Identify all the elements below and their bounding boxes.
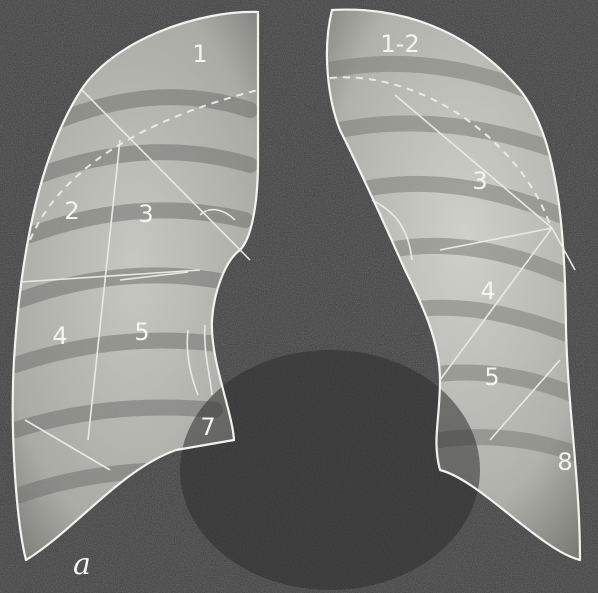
left-segment-8-label: 8 (557, 448, 572, 476)
right-segment-3-label: 3 (138, 200, 153, 228)
left-segment-3-label: 3 (472, 167, 487, 195)
right-segment-2-label: 2 (64, 197, 79, 225)
right-segment-5-label: 5 (134, 318, 149, 346)
left-segment-1-2-label: 1-2 (380, 30, 419, 58)
panel-label: a (73, 547, 91, 582)
right-segment-7-label: 7 (200, 413, 215, 441)
heart-shadow (180, 350, 480, 590)
left-segment-4-label: 4 (480, 277, 495, 305)
right-segment-1-label: 1 (192, 40, 207, 68)
left-segment-5-label: 5 (484, 363, 499, 391)
right-segment-4-label: 4 (52, 322, 67, 350)
